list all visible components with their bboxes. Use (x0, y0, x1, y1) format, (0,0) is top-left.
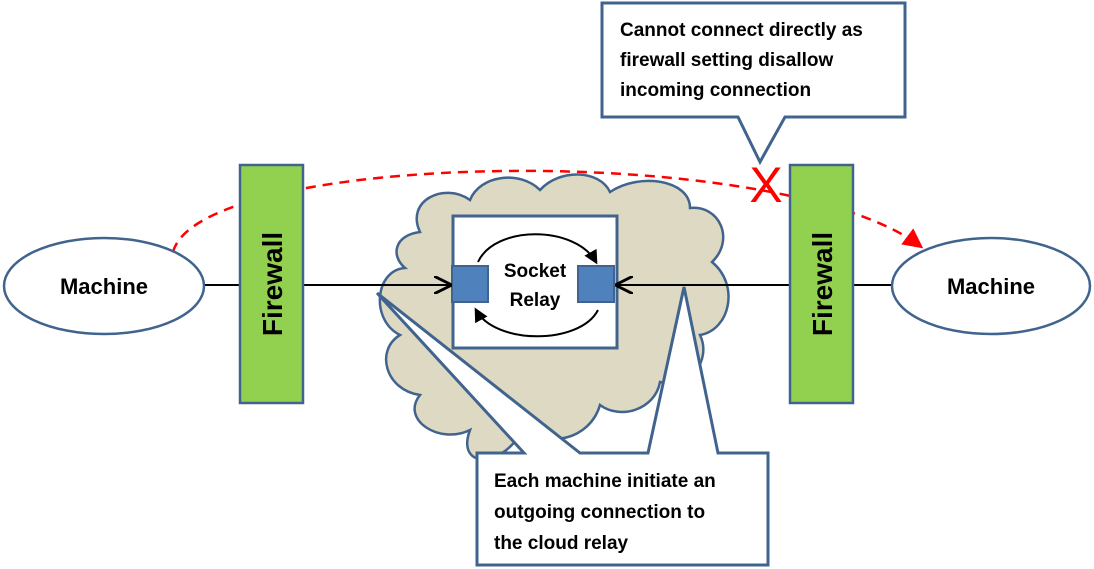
relay-port-right (577, 265, 615, 303)
machine-left: Machine (2, 236, 206, 336)
callout-bottom-line2: outgoing connection to (494, 502, 705, 523)
callout-top-line1: Cannot connect directly as (620, 20, 863, 41)
callout-top-line3: incoming connection (620, 80, 811, 101)
firewall-left: Firewall (238, 163, 305, 405)
callout-outgoing-connection: Each machine initiate an outgoing connec… (375, 286, 770, 567)
firewall-left-label: Firewall (257, 232, 288, 336)
callout-bottom-line3: the cloud relay (494, 533, 629, 554)
callout-top-line2: firewall setting disallow (620, 50, 833, 71)
relay-loop-arrow-bottom (474, 307, 599, 338)
machine-right: Machine (890, 236, 1092, 336)
machine-right-label: Machine (947, 274, 1035, 299)
firewall-right: Firewall (788, 163, 855, 405)
callout-bottom-line1: Each machine initiate an (494, 471, 716, 492)
relay-loop-arrow-top (477, 233, 598, 265)
firewall-right-label: Firewall (807, 232, 838, 336)
relay-label-line1: Socket (504, 261, 567, 282)
socket-relay-box: Socket Relay (451, 214, 619, 350)
callout-firewall-blocked: Cannot connect directly as firewall sett… (600, 1, 907, 166)
relay-label-line2: Relay (510, 290, 561, 311)
blocked-x-mark: X (749, 157, 782, 213)
relay-port-left (451, 265, 489, 303)
machine-left-label: Machine (60, 274, 148, 299)
